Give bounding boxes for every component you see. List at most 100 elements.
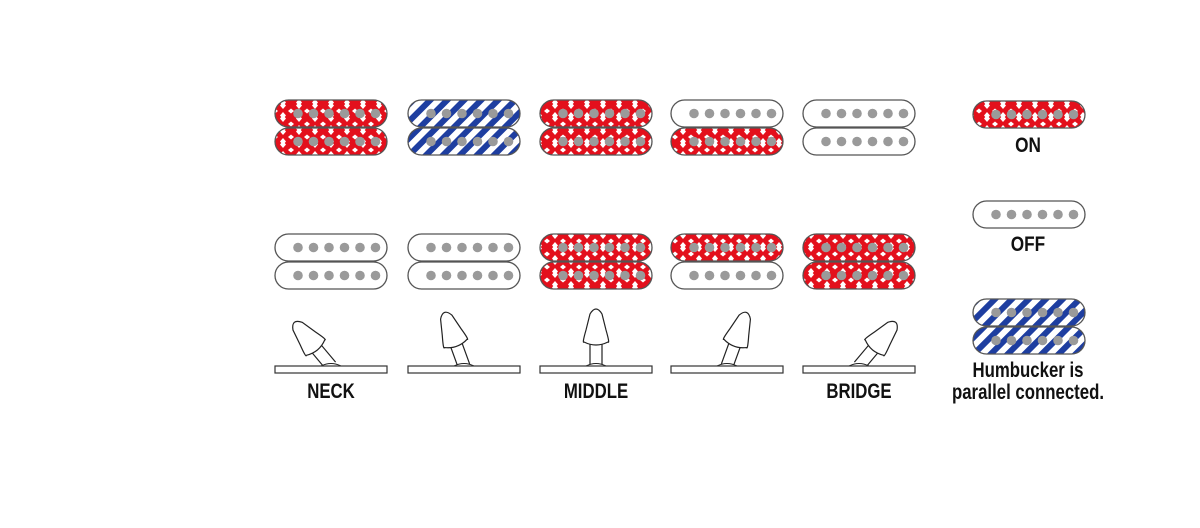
pole-piece bbox=[293, 108, 303, 119]
switch-position-3: MIDDLE bbox=[539, 99, 653, 404]
pole-piece bbox=[689, 270, 699, 281]
pole-piece bbox=[503, 242, 514, 253]
toggle-switch-icon bbox=[539, 308, 653, 374]
pole-piece bbox=[1053, 209, 1063, 220]
pole-piece bbox=[573, 136, 584, 147]
pole-piece bbox=[991, 335, 1001, 346]
pole-piece bbox=[735, 270, 746, 281]
legend-parallel-swatch bbox=[972, 298, 1086, 355]
pole-piece bbox=[488, 270, 498, 281]
toggle-switch-icon bbox=[670, 311, 784, 374]
pole-piece bbox=[370, 136, 381, 147]
pole-piece bbox=[604, 242, 615, 253]
switch-plate bbox=[670, 365, 784, 374]
pole-piece bbox=[293, 242, 303, 253]
pole-piece bbox=[604, 136, 615, 147]
pole-piece bbox=[735, 108, 746, 119]
pole-piece bbox=[308, 108, 319, 119]
pole-piece bbox=[355, 108, 365, 119]
pole-piece bbox=[573, 108, 584, 119]
pole-piece bbox=[1006, 307, 1017, 318]
pole-piece bbox=[852, 270, 862, 281]
pole-piece bbox=[898, 270, 909, 281]
pole-piece bbox=[1006, 209, 1017, 220]
switch-plate bbox=[539, 365, 653, 374]
bottom-humbucker bbox=[802, 233, 916, 290]
position-label: BRIDGE bbox=[826, 380, 891, 403]
pole-piece bbox=[589, 270, 599, 281]
pole-piece bbox=[991, 307, 1001, 318]
pole-piece bbox=[620, 136, 630, 147]
pole-piece bbox=[441, 136, 452, 147]
pole-piece bbox=[1068, 109, 1079, 120]
coil-upper bbox=[670, 233, 784, 262]
pole-piece bbox=[704, 108, 715, 119]
pole-piece bbox=[1068, 335, 1079, 346]
bottom-humbucker bbox=[539, 233, 653, 290]
pole-piece bbox=[1037, 109, 1048, 120]
top-humbucker bbox=[539, 99, 653, 156]
pole-piece bbox=[751, 136, 761, 147]
pole-piece bbox=[324, 108, 334, 119]
coil-upper bbox=[274, 99, 388, 128]
pole-piece bbox=[821, 270, 831, 281]
pole-piece bbox=[751, 108, 761, 119]
pole-piece bbox=[324, 136, 334, 147]
pole-piece bbox=[426, 270, 436, 281]
pole-piece bbox=[293, 136, 303, 147]
legend-parallel-coil-lower bbox=[972, 326, 1086, 355]
switch-position-2 bbox=[407, 99, 521, 374]
pole-piece bbox=[735, 242, 746, 253]
coil-lower bbox=[274, 261, 388, 290]
pole-piece bbox=[339, 136, 350, 147]
pole-piece bbox=[472, 242, 483, 253]
switch-plate bbox=[407, 365, 521, 374]
pole-piece bbox=[735, 136, 746, 147]
pole-piece bbox=[488, 242, 498, 253]
coil-lower bbox=[539, 261, 653, 290]
legend-parallel-label-line2: parallel connected. bbox=[952, 381, 1104, 404]
pole-piece bbox=[635, 136, 646, 147]
pole-piece bbox=[1022, 109, 1032, 120]
pole-piece bbox=[635, 108, 646, 119]
legend: ON OFF Humbucker is parallel connected. bbox=[952, 100, 1104, 405]
pole-piece bbox=[836, 242, 847, 253]
switch-position-4 bbox=[670, 99, 784, 374]
pole-piece bbox=[1053, 307, 1063, 318]
pole-piece bbox=[339, 108, 350, 119]
pole-piece bbox=[1037, 307, 1048, 318]
pole-piece bbox=[898, 136, 909, 147]
switch-plate bbox=[802, 365, 916, 374]
pole-piece bbox=[324, 270, 334, 281]
pole-piece bbox=[1037, 209, 1048, 220]
pole-piece bbox=[821, 242, 831, 253]
switch-position-1: NECK bbox=[274, 99, 388, 404]
pole-piece bbox=[1006, 109, 1017, 120]
pole-piece bbox=[689, 136, 699, 147]
pole-piece bbox=[503, 108, 514, 119]
pole-piece bbox=[1022, 335, 1032, 346]
pole-piece bbox=[503, 136, 514, 147]
pole-piece bbox=[441, 108, 452, 119]
pole-piece bbox=[689, 108, 699, 119]
top-humbucker bbox=[407, 99, 521, 156]
pole-piece bbox=[620, 270, 630, 281]
pole-piece bbox=[1022, 209, 1032, 220]
legend-off-coil bbox=[972, 200, 1086, 229]
pole-piece bbox=[355, 136, 365, 147]
coil-upper bbox=[539, 99, 653, 128]
pole-piece bbox=[589, 136, 599, 147]
toggle-switch-icon bbox=[802, 320, 916, 374]
top-humbucker bbox=[802, 99, 916, 156]
legend-on-label: ON bbox=[1015, 135, 1041, 158]
bottom-humbucker bbox=[407, 233, 521, 290]
top-humbucker bbox=[274, 99, 388, 156]
coil-lower bbox=[802, 127, 916, 156]
legend-off-swatch bbox=[972, 200, 1086, 229]
bottom-humbucker bbox=[274, 233, 388, 290]
coil-upper bbox=[539, 233, 653, 262]
pole-piece bbox=[370, 242, 381, 253]
pole-piece bbox=[766, 136, 777, 147]
pole-piece bbox=[766, 242, 777, 253]
pole-piece bbox=[426, 136, 436, 147]
